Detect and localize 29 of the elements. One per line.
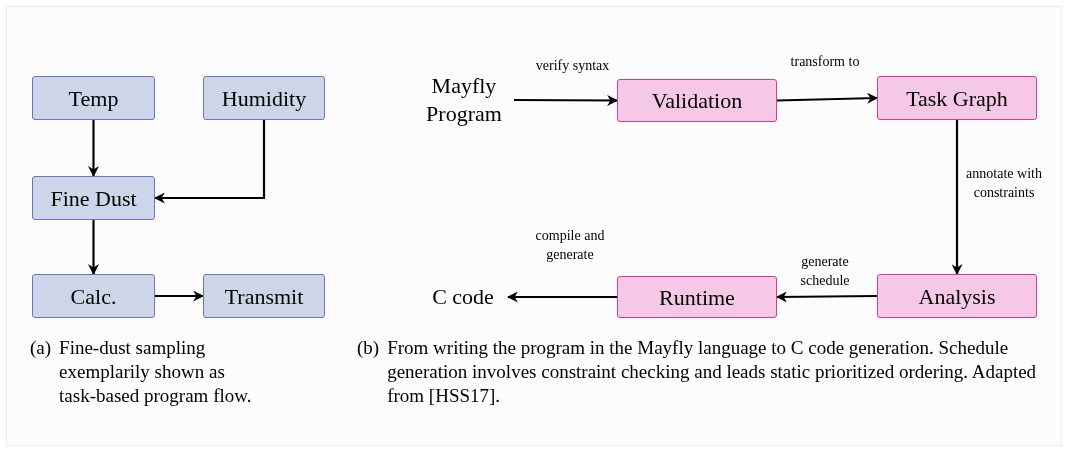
- caption-number: (a): [30, 336, 52, 360]
- arrow: [155, 290, 205, 302]
- edge-label: annotate with constraints: [965, 165, 1043, 202]
- node-text: C code: [418, 282, 508, 312]
- edge-label: generate schedule: [799, 253, 851, 290]
- arrow: [775, 291, 877, 303]
- task-box: Transmit: [203, 274, 325, 318]
- task-box: Fine Dust: [32, 176, 155, 220]
- arrow: [88, 120, 99, 178]
- arrow: [153, 120, 266, 204]
- caption: From writing the program in the Mayfly language to C code generation. Schedule generation involves constraint checking and leads static prioritized ordering. Adapted from [HSS17].: [387, 336, 1038, 408]
- edge-label: verify syntax: [535, 57, 610, 75]
- process-box: Analysis: [877, 274, 1037, 318]
- task-box: Calc.: [32, 274, 155, 318]
- arrow: [951, 120, 963, 276]
- task-box: Humidity: [203, 76, 325, 120]
- node-text: Mayfly Program: [414, 72, 514, 128]
- caption: Fine-dust sampling exemplarily shown as task-based program flow.: [59, 336, 253, 408]
- arrow: [88, 220, 99, 276]
- process-box: Validation: [617, 79, 777, 122]
- arrow: [776, 92, 879, 104]
- arrow: [506, 291, 617, 303]
- edge-label: transform to: [789, 53, 861, 71]
- process-box: Runtime: [617, 276, 777, 318]
- task-box: Temp: [32, 76, 155, 120]
- arrow: [514, 94, 619, 106]
- process-box: Task Graph: [877, 76, 1037, 120]
- caption-number: (b): [357, 336, 380, 360]
- edge-label: compile and generate: [534, 227, 606, 264]
